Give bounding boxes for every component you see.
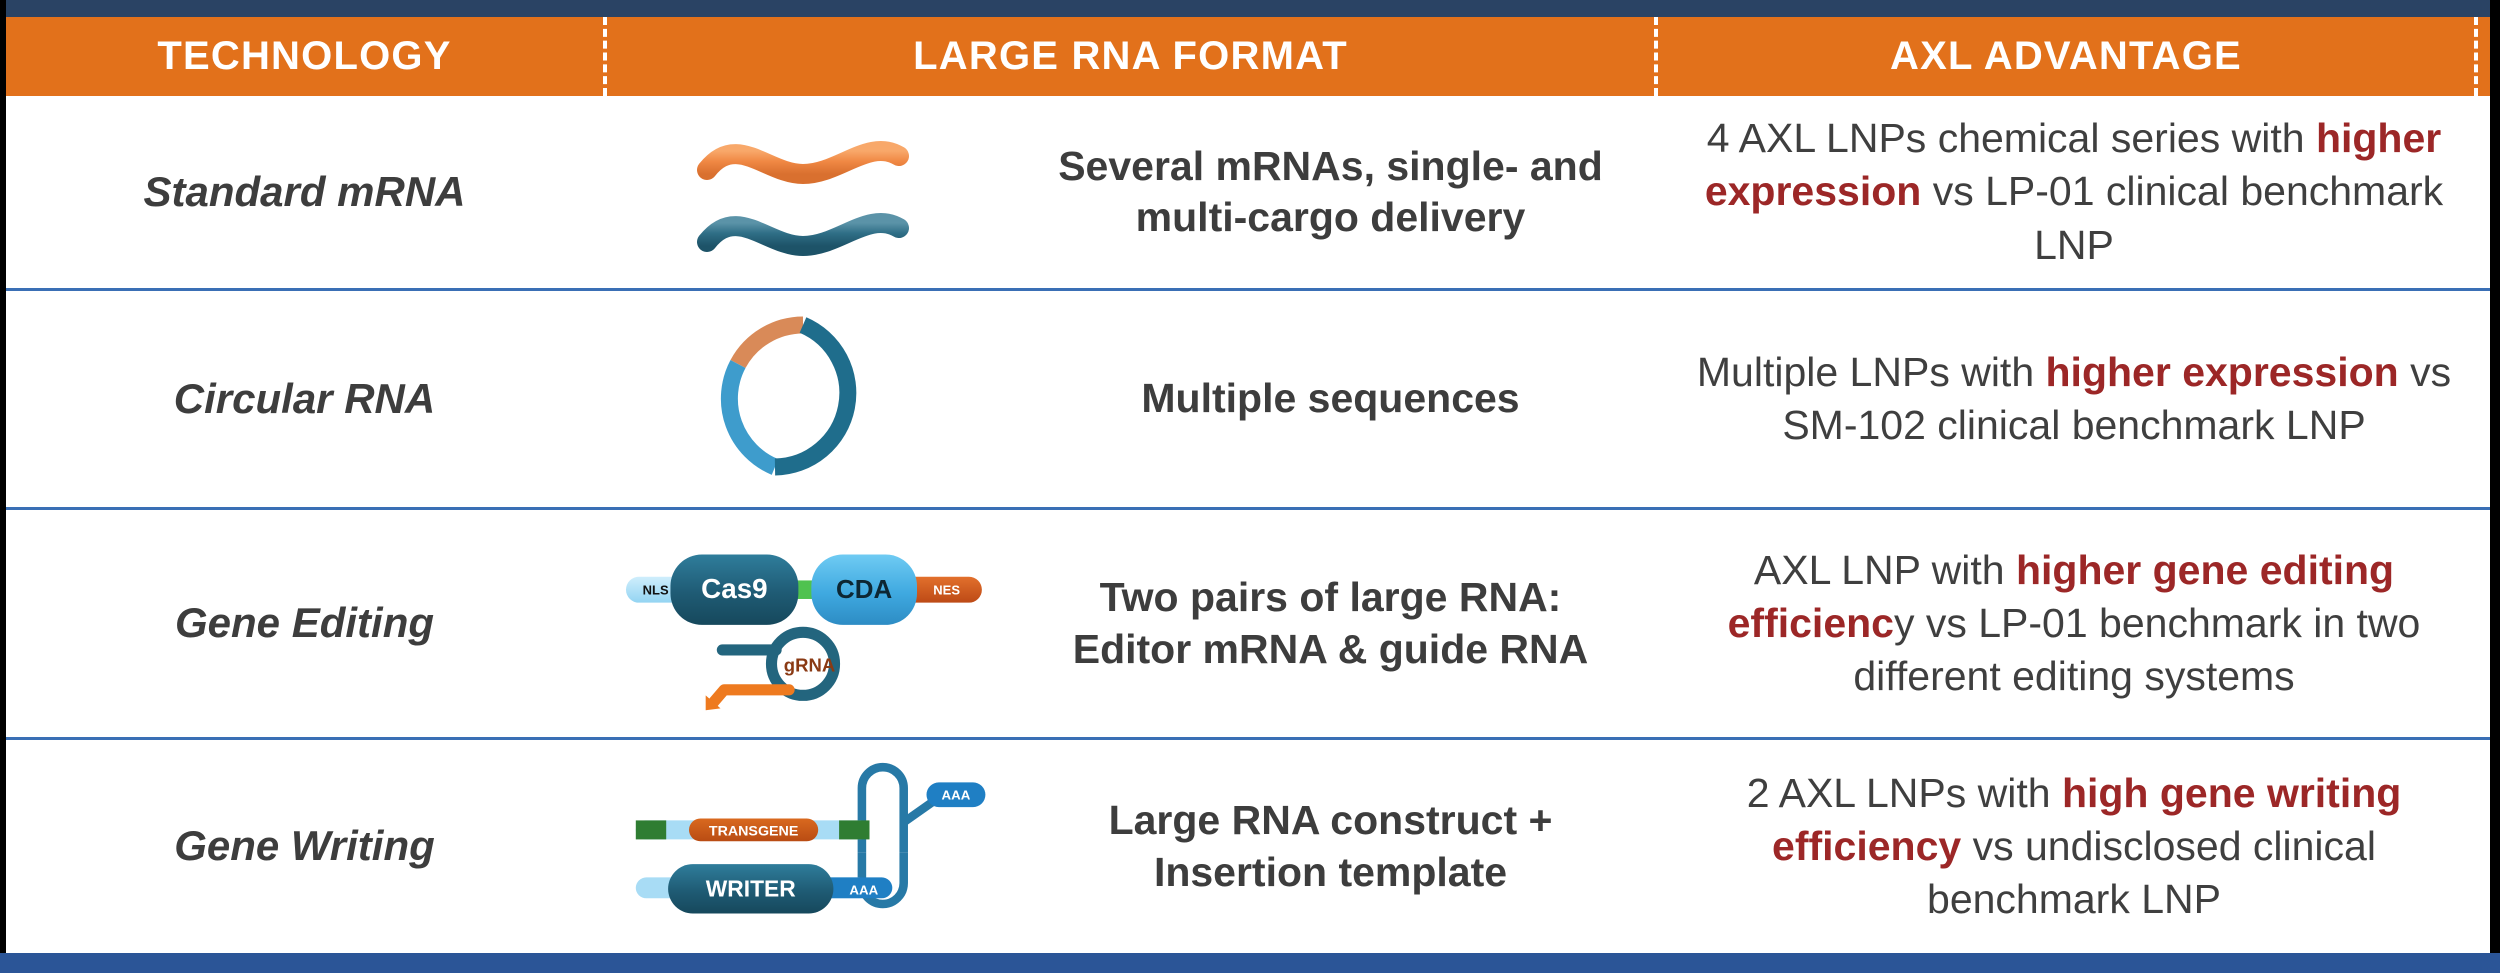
technology-cell: Gene Editing [6,510,603,737]
advantage-highlight: higher expression [1704,115,2442,215]
technology-label: Standard mRNA [143,167,466,215]
advantage-cell: 2 AXL LNPs with high gene writing effici… [1658,740,2490,953]
table-body: Standard mRNA [6,96,2490,953]
advantage-cell: 4 AXL LNPs chemical series with higher e… [1658,96,2490,288]
advantage-highlight: higher gene editing efficienc [1727,546,2395,646]
table-row: Gene Writing [6,740,2490,953]
advantage-text: AXL LNP with higher gene editing efficie… [1668,544,2480,704]
format-cell: Several mRNAs, single- and multi-cargo d… [1003,96,1658,288]
technology-cell: Standard mRNA [6,96,603,288]
format-line: Editor mRNA & guide RNA [1072,625,1589,672]
gene-writing-construct-icon: AAA TRANSGENE AAA WRITER [613,757,993,937]
format-line: Insertion template [1153,848,1508,895]
gene-editing-cas9-icon: NLS NES Cas9 CDA [613,529,993,719]
technology-label: Gene Writing [174,822,435,870]
advantage-text: Multiple LNPs with higher expression vs … [1668,346,2480,453]
advantage-segment: AXL LNP with [1753,546,2016,593]
format-cell: Multiple sequences [1003,291,1658,507]
technology-label: Gene Editing [174,599,434,647]
left-edge-border [0,0,6,973]
advantage-segment: Multiple LNPs with [1696,348,2046,395]
format-line: Large RNA construct + [1108,797,1553,844]
table-row: Circular RNA Multiple sequences [6,291,2490,510]
graphic-cell [603,291,1003,507]
technology-cell: Circular RNA [6,291,603,507]
advantage-cell: Multiple LNPs with higher expression vs … [1658,291,2490,507]
graphic-cell: AAA TRANSGENE AAA WRITER [603,740,1003,953]
column-header-axl-advantage: AXL ADVANTAGE [1658,17,2478,96]
technology-label: Circular RNA [173,374,436,422]
advantage-segment: vs LP-01 clinical benchmark LNP [1921,168,2444,268]
format-line: Several mRNAs, single- and [1058,142,1603,189]
circular-rna-icon [613,309,993,489]
writer-label: WRITER [706,875,796,901]
format-line: multi-cargo delivery [1135,194,1526,240]
format-text: Two pairs of large RNA: Editor mRNA & gu… [1073,572,1589,675]
cas9-label: Cas9 [701,573,767,604]
aaa-label-bottom: AAA [849,882,878,897]
advantage-segment: 2 AXL LNPs with [1746,769,2062,816]
format-text: Several mRNAs, single- and multi-cargo d… [1058,141,1603,244]
format-text: Large RNA construct + Insertion template [1109,795,1553,898]
column-header-large-rna-format: LARGE RNA FORMAT [603,17,1658,96]
format-cell: Large RNA construct + Insertion template [1003,740,1658,953]
advantage-text: 4 AXL LNPs chemical series with higher e… [1668,112,2480,272]
advantage-segment: y vs LP-01 benchmark in two different ed… [1853,599,2421,700]
column-header-technology: TECHNOLOGY [157,34,452,78]
nls-label: NLS [643,582,669,597]
advantage-highlight: higher expression [2045,348,2399,395]
table-row: Standard mRNA [6,96,2490,291]
format-text: Multiple sequences [1141,373,1519,424]
advantage-cell: AXL LNP with higher gene editing efficie… [1658,510,2490,737]
top-accent-bar [0,0,2500,17]
advantage-segment: vs undisclosed clinical benchmark LNP [1927,822,2376,923]
mrna-squiggles-icon [613,122,993,262]
cda-label: CDA [836,576,892,604]
transgene-label: TRANSGENE [709,823,798,839]
advantage-text: 2 AXL LNPs with high gene writing effici… [1668,767,2480,927]
table-row: Gene Editing [6,510,2490,740]
advantage-segment: 4 AXL LNPs chemical series with [1706,115,2316,162]
aaa-label-top: AAA [942,787,971,802]
advantage-segment: vs SM-102 clinical benchmark LNP [1782,348,2452,448]
technology-cell: Gene Writing [6,740,603,953]
advantage-highlight: high gene writing efficiency [1772,769,2402,869]
grna-label: gRNA [784,654,835,675]
nes-label: NES [933,582,960,597]
bottom-accent-bar [0,953,2500,973]
right-edge-border [2490,0,2500,973]
format-line: Two pairs of large RNA: [1099,574,1562,621]
graphic-cell [603,96,1003,288]
format-line: Multiple sequences [1141,375,1520,422]
format-cell: Two pairs of large RNA: Editor mRNA & gu… [1003,510,1658,737]
table-header: TECHNOLOGY LARGE RNA FORMAT AXL ADVANTAG… [6,17,2490,96]
graphic-cell: NLS NES Cas9 CDA [603,510,1003,737]
